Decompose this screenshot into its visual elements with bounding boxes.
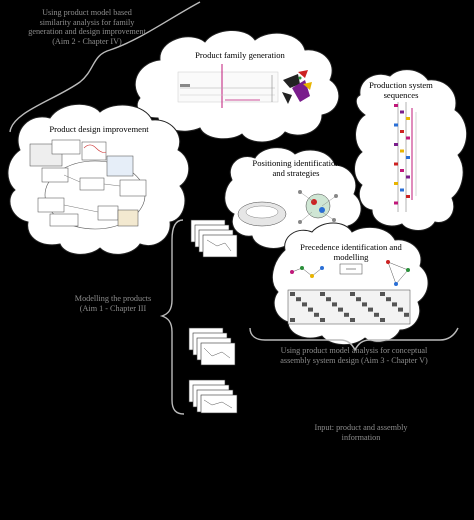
cloud-title-family: Product family generation: [195, 50, 285, 60]
sequence-marker: [394, 182, 398, 185]
matrix-cell: [386, 297, 391, 302]
aim3-label: Using product model analysis for concept…: [280, 346, 428, 365]
sequence-marker: [394, 201, 398, 205]
matrix-cell: [314, 312, 319, 317]
aim2-label: Using product model based similarity ana…: [28, 8, 146, 46]
sequence-marker: [406, 175, 410, 179]
matrix-cell: [320, 318, 325, 322]
sequence-marker: [406, 136, 410, 140]
matrix-cell: [362, 302, 367, 307]
sequence-marker: [394, 143, 398, 146]
matrix-cell: [374, 312, 379, 317]
matrix-cell: [308, 307, 313, 312]
precedence-graphs: [290, 260, 410, 286]
cloud-title-design: Product design improvement: [49, 124, 149, 134]
matrix-cell: [392, 302, 397, 307]
cloud-title-production: Production system sequences: [369, 80, 433, 100]
sequence-marker: [406, 117, 410, 120]
cloud-title-precedence: Precedence identification and modelling: [300, 242, 402, 262]
matrix-cell: [302, 302, 307, 307]
matrix-cell: [326, 297, 331, 302]
matrix-cell: [350, 292, 355, 296]
matrix-cell: [344, 312, 349, 317]
aim1-bracket: [159, 219, 185, 415]
family-clusters-plot: [282, 70, 312, 104]
matrix-cell: [356, 297, 361, 302]
matrix-cell: [290, 318, 295, 322]
positioning-assembly-figure: [237, 190, 338, 227]
matrix-cell: [404, 312, 409, 317]
matrix-cell: [320, 292, 325, 296]
aim2-bracket: [9, 1, 201, 133]
sequence-marker: [400, 130, 404, 133]
matrix-cell: [332, 302, 337, 307]
product-model-stack-1: [190, 219, 238, 258]
product-model-stack-3: [188, 379, 238, 414]
sequence-marker: [394, 104, 398, 107]
input-label: Input: product and assembly information: [314, 423, 408, 442]
matrix-cell: [296, 297, 301, 302]
matrix-cell: [380, 292, 385, 296]
matrix-cell: [338, 307, 343, 312]
aim1-label: Modelling the products (Aim 1 - Chapter …: [74, 294, 152, 313]
matrix-frame: [287, 289, 411, 325]
matrix-cell: [350, 318, 355, 322]
matrix-cell: [380, 318, 385, 322]
sequence-marker: [400, 188, 404, 192]
sequence-marker: [400, 149, 404, 153]
matrix-cell: [398, 307, 403, 312]
matrix-cell: [368, 307, 373, 312]
sequence-marker: [400, 169, 404, 172]
product-model-stack-2: [188, 327, 236, 366]
cloud-production-system: [354, 69, 468, 231]
sequence-marker: [394, 162, 398, 166]
precedence-matrix: [287, 289, 411, 325]
matrix-cell: [290, 292, 295, 296]
sequence-marker: [406, 195, 410, 198]
design-improvement-cycle: [29, 139, 147, 230]
sequence-marker: [400, 110, 404, 114]
family-chart-thumbnail: [177, 64, 279, 108]
sequence-marker: [406, 156, 410, 159]
aim3-bracket: [249, 327, 459, 352]
cloud-title-positioning: Positioning identification and strategie…: [252, 158, 340, 178]
sequence-marker: [394, 123, 398, 127]
